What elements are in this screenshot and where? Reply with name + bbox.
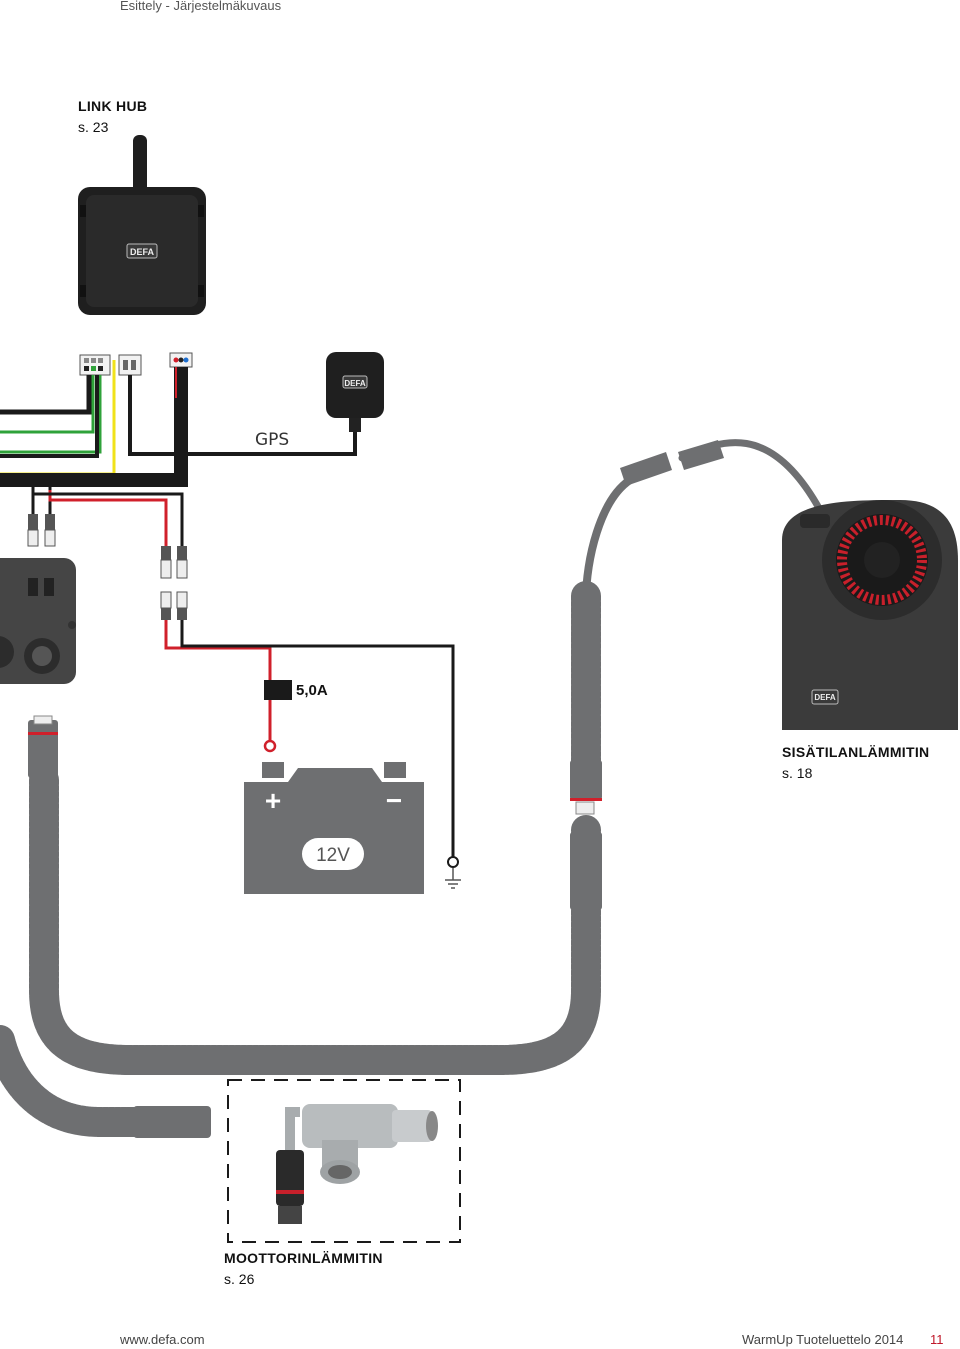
hub-connectors xyxy=(79,352,193,376)
battery: + − 12V xyxy=(244,762,424,894)
link-hub-logo: DEFA xyxy=(130,247,155,257)
wiring xyxy=(0,360,455,858)
battery-minus: − xyxy=(386,785,402,816)
battery-voltage: 12V xyxy=(316,845,350,866)
page-number: 11 xyxy=(930,1332,944,1347)
interior-heater-title: SISÄTILANLÄMMITIN xyxy=(782,744,930,760)
battery-plus: + xyxy=(265,785,281,816)
spade-terminals xyxy=(27,514,188,620)
cable-connectors xyxy=(28,440,724,1138)
link-hub-title: LINK HUB xyxy=(78,98,148,114)
gps-label: GPS xyxy=(255,430,290,450)
breadcrumb: Esittely - Järjestelmäkuvaus xyxy=(120,0,282,13)
control-unit xyxy=(0,558,76,684)
link-hub-device: DEFA xyxy=(78,135,206,315)
heater-logo: DEFA xyxy=(814,693,836,702)
footer-catalog: WarmUp Tuoteluettelo 2014 xyxy=(742,1332,904,1347)
interior-heater: DEFA xyxy=(782,500,958,730)
fuse-label: 5,0A xyxy=(296,682,328,699)
gps-module: DEFA xyxy=(326,352,384,432)
ground-icon xyxy=(445,856,461,889)
fuse xyxy=(263,680,292,753)
gps-logo: DEFA xyxy=(344,379,366,388)
footer-website[interactable]: www.defa.com xyxy=(120,1332,205,1347)
interior-heater-page-ref: s. 18 xyxy=(782,765,813,781)
engine-heater xyxy=(227,1079,461,1243)
engine-heater-title: MOOTTORINLÄMMITIN xyxy=(224,1250,383,1266)
link-hub-page-ref: s. 23 xyxy=(78,119,109,135)
engine-heater-page-ref: s. 26 xyxy=(224,1271,255,1287)
